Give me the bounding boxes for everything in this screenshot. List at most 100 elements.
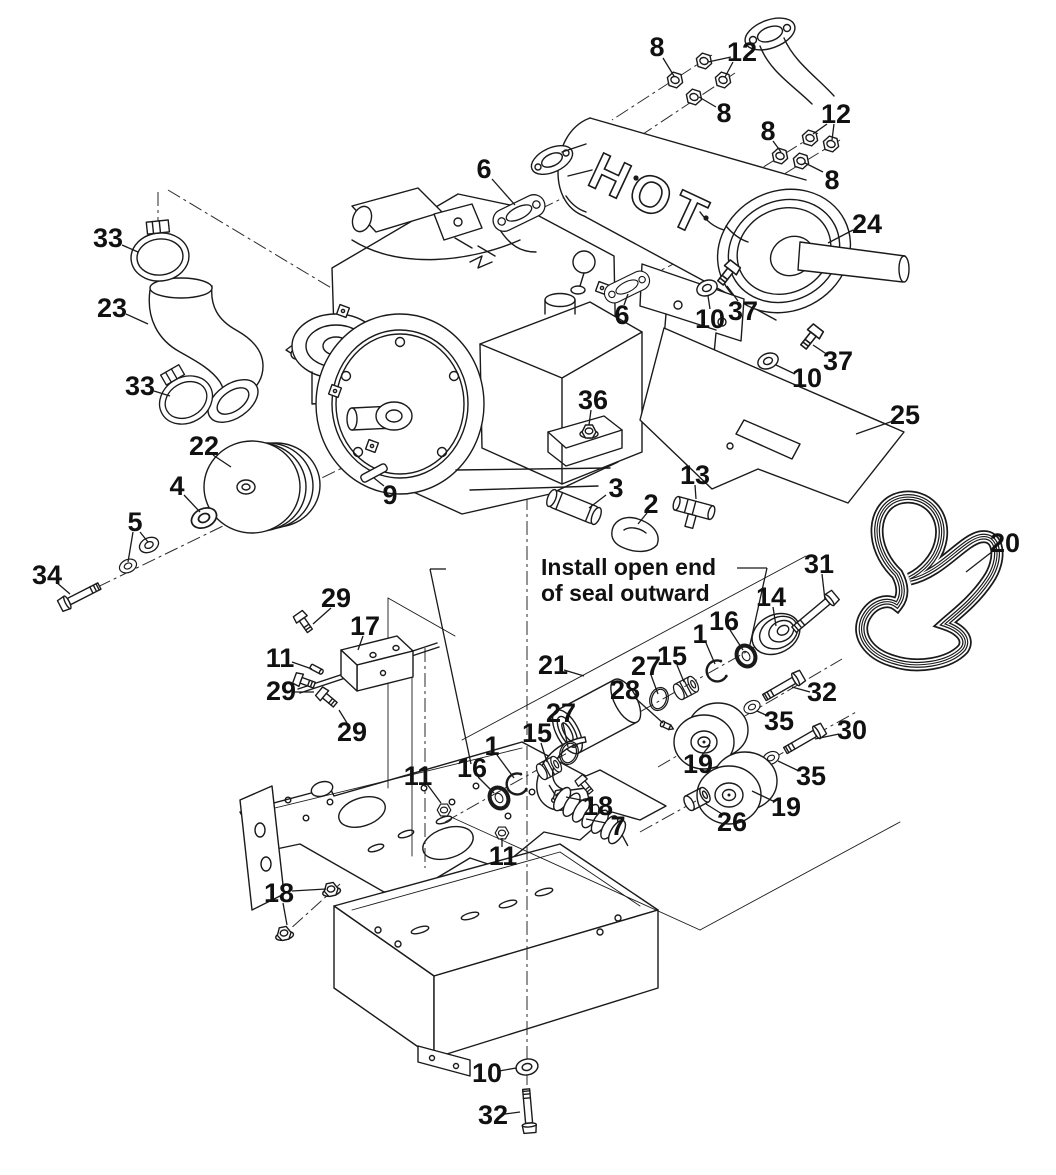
part-idler-pulley-19a [673, 702, 749, 770]
callout-number: 37 [728, 296, 758, 326]
callout-number: 33 [93, 223, 123, 253]
leader-line [705, 803, 723, 815]
callout-number: 1 [692, 619, 707, 649]
leader-line [724, 61, 734, 78]
callout-1: 1 [484, 731, 515, 779]
callout-36: 36 [578, 385, 608, 426]
callout-30: 30 [814, 715, 867, 745]
leader-line [965, 550, 994, 573]
callout-number: 19 [683, 749, 713, 779]
callout-21: 21 [538, 650, 585, 680]
leader-line [812, 123, 828, 135]
callout-number: 10 [695, 304, 725, 334]
part-nut-8a [664, 70, 686, 90]
leader-line [291, 661, 313, 670]
part-bolt-37b [796, 322, 826, 353]
leader-line [183, 494, 201, 513]
callout-number: 12 [821, 99, 851, 129]
callout-number: 9 [382, 480, 397, 510]
callout-35: 35 [756, 706, 794, 736]
callout-29: 29 [337, 709, 367, 747]
leader-line [477, 776, 495, 794]
leader-line [429, 568, 472, 765]
leader-line [804, 162, 824, 173]
callout-10: 10 [695, 295, 725, 334]
callout-6: 6 [614, 293, 630, 330]
callout-number: 30 [837, 715, 867, 745]
callout-number: 6 [614, 300, 629, 330]
callout-number: 2 [643, 489, 658, 519]
callout-14: 14 [756, 582, 786, 627]
callout-number: 15 [657, 641, 687, 671]
leader-line [585, 818, 607, 824]
callout-number: 8 [824, 165, 839, 195]
callout-number: 34 [32, 560, 62, 590]
leader-line [701, 744, 711, 756]
note-line-2: of seal outward [541, 580, 710, 606]
part-washer-35a [741, 697, 763, 717]
callout-number: 8 [760, 116, 775, 146]
leader-line [676, 664, 685, 683]
callout-29: 29 [266, 676, 314, 706]
callout-5: 5 [127, 507, 149, 563]
callout-26: 26 [705, 803, 747, 837]
callout-number: 27 [546, 698, 576, 728]
callout-35: 35 [777, 760, 826, 791]
part-bolt-31 [788, 588, 841, 636]
callout-number: 7 [610, 811, 625, 841]
leader-line [821, 573, 826, 601]
leader-line [791, 686, 811, 693]
callout-23: 23 [97, 293, 149, 325]
leader-line [772, 606, 777, 627]
callout-34: 34 [32, 560, 71, 595]
part-nut-18d [273, 924, 295, 943]
leader-line [827, 229, 854, 244]
leader-line [504, 1111, 521, 1115]
callout-3: 3 [588, 473, 624, 509]
callout-number: 25 [890, 400, 920, 430]
part-intake-elbow-23 [148, 277, 264, 423]
part-nut-12c [820, 134, 842, 154]
callout-29: 29 [312, 583, 351, 625]
leader-line [662, 57, 675, 77]
callout-2: 2 [637, 489, 659, 525]
callout-number: 16 [457, 753, 487, 783]
leader-line [855, 420, 894, 435]
engine-blower-housing [315, 313, 485, 495]
leader-line [694, 484, 697, 500]
part-bolt-32b [518, 1087, 538, 1135]
part-oring-27a [646, 684, 672, 714]
leader-line [125, 313, 149, 325]
callout-11: 11 [489, 838, 517, 871]
callout-number: 8 [716, 98, 731, 128]
callout-number: 36 [578, 385, 608, 415]
part-nut-11b [436, 803, 452, 817]
leader-line [772, 140, 782, 153]
callout-number: 35 [796, 761, 826, 791]
callout-number: 20 [990, 528, 1020, 558]
leader-line [426, 783, 442, 804]
callout-10: 10 [472, 1058, 517, 1088]
callout-8: 8 [698, 96, 732, 128]
leader-line [707, 56, 732, 63]
leader-line [729, 629, 744, 651]
callout-number: 37 [823, 346, 853, 376]
callout-number: 14 [756, 582, 786, 612]
part-bolt-34 [56, 579, 104, 613]
leader-line [756, 710, 769, 717]
callout-33: 33 [93, 223, 139, 253]
leader-line [633, 696, 664, 724]
callout-4: 4 [169, 471, 201, 513]
callout-32: 32 [791, 677, 837, 707]
callout-number: 4 [169, 471, 184, 501]
callout-number: 8 [649, 32, 664, 62]
callout-27: 27 [631, 651, 661, 695]
callout-number: 16 [709, 606, 739, 636]
leader-line [498, 1067, 517, 1072]
callout-25: 25 [855, 400, 920, 435]
leader-line [291, 888, 327, 892]
callout-number: 26 [717, 807, 747, 837]
callout-13: 13 [680, 460, 710, 500]
part-elbow-2 [611, 516, 659, 553]
